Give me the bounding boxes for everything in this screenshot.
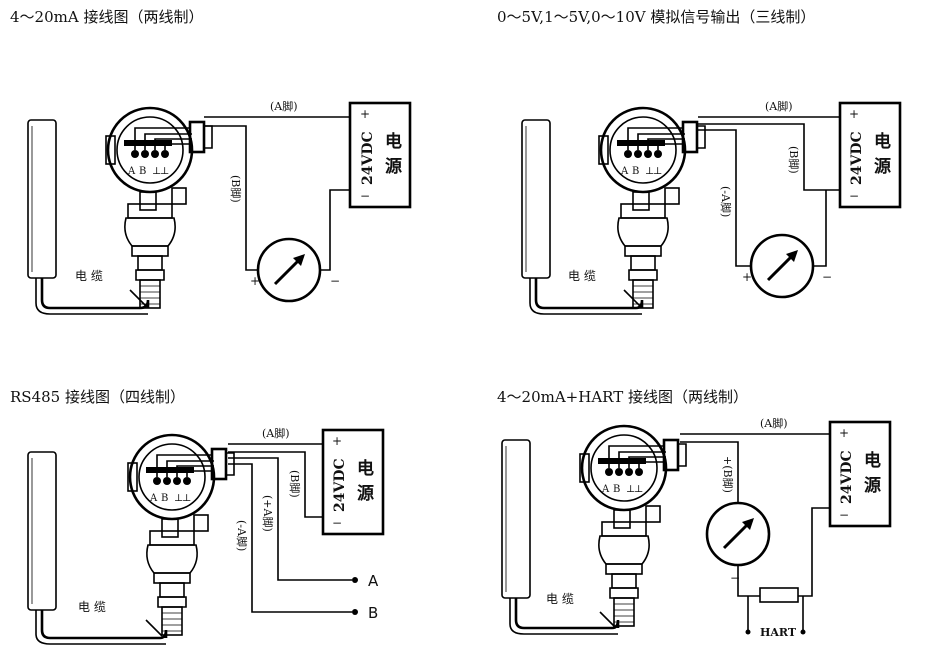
hart-resistor	[759, 587, 799, 603]
hart-label: HART	[760, 626, 797, 639]
ammeter	[705, 501, 771, 567]
terminal-b: B	[368, 604, 378, 622]
level-probe	[521, 119, 551, 279]
svg-text:源: 源	[385, 156, 402, 177]
minus-a-pin-label: (-A脚)	[235, 520, 249, 551]
diagram-voltage-output: 电 缆 电 源 24VDC + − (A脚) (B脚) (-A脚) + −	[521, 99, 902, 315]
svg-text:−: −	[839, 508, 849, 522]
level-probe	[501, 439, 531, 599]
b-pin-label: (B脚)	[288, 470, 302, 498]
a-pin-label: (A脚)	[262, 426, 290, 440]
minus-a-pin-label: (-A脚)	[719, 186, 733, 217]
cable-label: 电 缆	[78, 600, 106, 614]
a-pin-label: (A脚)	[765, 99, 793, 113]
svg-text:电: 电	[864, 450, 881, 471]
a-pin-label: (A脚)	[270, 99, 298, 113]
diagram-title-hart: 4～20mA+HART 接线图（两线制）	[497, 388, 748, 406]
diagram-title-voltage-output: 0～5V,1～5V,0～10V 模拟信号输出（三线制）	[497, 8, 816, 26]
svg-text:24VDC: 24VDC	[332, 458, 348, 512]
plus-a-pin-label: (+A脚)	[261, 495, 275, 532]
power-supply	[321, 428, 385, 536]
plus-b-pin-label: +(B脚)	[721, 456, 735, 493]
cable-label: 电 缆	[75, 269, 103, 283]
svg-text:源: 源	[864, 475, 881, 496]
voltmeter	[749, 233, 815, 299]
svg-text:源: 源	[357, 483, 374, 504]
b-pin-label: (B脚)	[229, 175, 243, 203]
svg-text:电: 电	[385, 131, 402, 152]
svg-text:24VDC: 24VDC	[360, 131, 376, 185]
svg-text:−: −	[360, 189, 370, 203]
diagram-title-rs485: RS485 接线图（四线制）	[10, 388, 185, 406]
cable-label: 电 缆	[546, 592, 574, 606]
diagram-4-20ma: 电 缆 电 源 24VDC + − (A脚) (B脚) + −	[27, 99, 412, 315]
level-probe	[27, 119, 57, 279]
power-supply	[348, 101, 412, 209]
svg-text:+: +	[250, 274, 260, 288]
ammeter	[256, 237, 322, 303]
terminal-a: A	[368, 572, 379, 590]
svg-text:−: −	[849, 189, 859, 203]
transmitter	[104, 106, 214, 310]
transmitter	[597, 106, 707, 310]
svg-text:电: 电	[874, 131, 891, 152]
svg-text:−: −	[822, 270, 832, 284]
svg-text:+: +	[332, 434, 342, 448]
svg-text:−: −	[730, 571, 740, 585]
transmitter	[578, 424, 688, 628]
transmitter	[126, 433, 236, 637]
diagram-title-4-20ma: 4～20mA 接线图（两线制）	[10, 8, 204, 26]
svg-text:+: +	[839, 426, 849, 440]
svg-text:+: +	[742, 270, 752, 284]
b-pin-label: (B脚)	[787, 146, 801, 174]
power-supply	[828, 420, 892, 528]
svg-text:24VDC: 24VDC	[839, 450, 855, 504]
svg-text:24VDC: 24VDC	[849, 131, 865, 185]
svg-text:+: +	[360, 107, 370, 121]
svg-text:源: 源	[874, 156, 891, 177]
cable-label: 电 缆	[568, 269, 596, 283]
svg-text:−: −	[332, 516, 342, 530]
svg-text:电: 电	[357, 458, 374, 479]
power-supply	[838, 101, 902, 209]
diagram-hart: 电 缆 电 源 24VDC + − (A脚) +(B脚) − HART	[501, 416, 892, 639]
level-probe	[27, 451, 57, 611]
a-pin-label: (A脚)	[760, 416, 788, 430]
svg-text:−: −	[330, 274, 340, 288]
diagram-rs485: 电 缆 电 源 24VDC + − (A脚) (B脚) (+A脚) (-A脚) …	[27, 426, 385, 645]
svg-text:+: +	[849, 107, 859, 121]
